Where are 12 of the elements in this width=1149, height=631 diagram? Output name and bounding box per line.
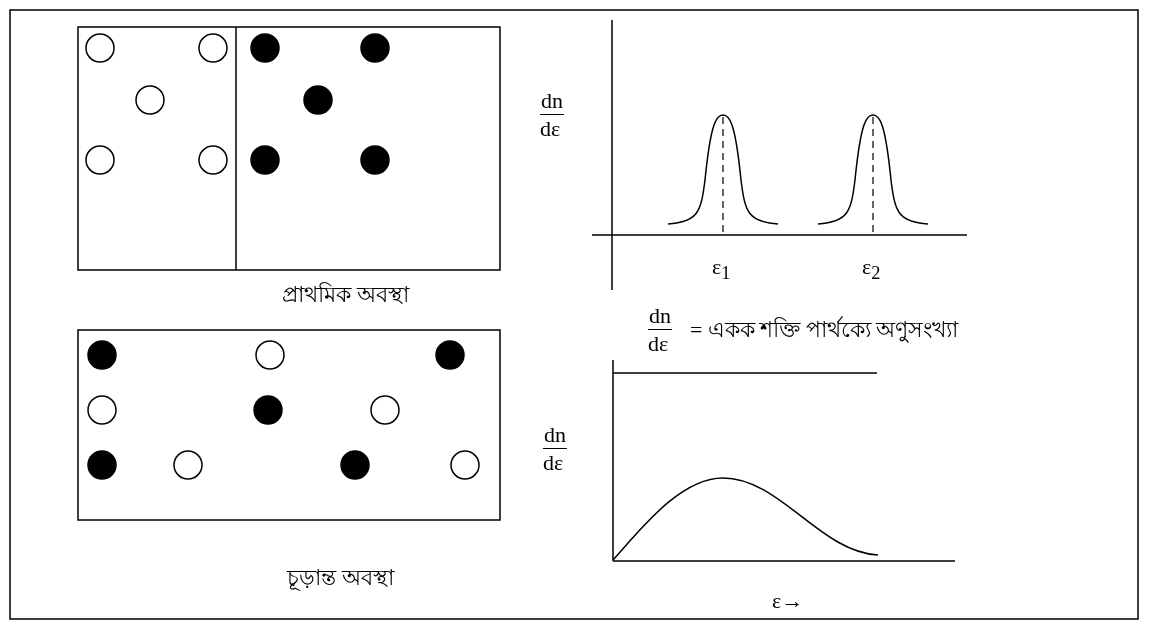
fraction-text: dε — [648, 331, 669, 357]
tick-label: ε$_{2}$ — [862, 254, 881, 286]
axis-label: ε→ — [772, 588, 804, 614]
axis-label: dn — [543, 422, 567, 449]
axis-label: dε — [540, 116, 561, 142]
tick-label: ε$_{1}$ — [712, 254, 731, 286]
fraction-text: dn — [648, 303, 672, 330]
caption-text: চূড়ান্ত অবস্থা — [287, 565, 394, 591]
axis-label: dn — [540, 88, 564, 115]
caption-text: প্রাথমিক অবস্থা — [282, 282, 409, 308]
definition-text: = একক শক্তি পার্থক্যে অণুসংখ্যা — [690, 317, 959, 343]
axis-label: dε — [543, 450, 564, 476]
